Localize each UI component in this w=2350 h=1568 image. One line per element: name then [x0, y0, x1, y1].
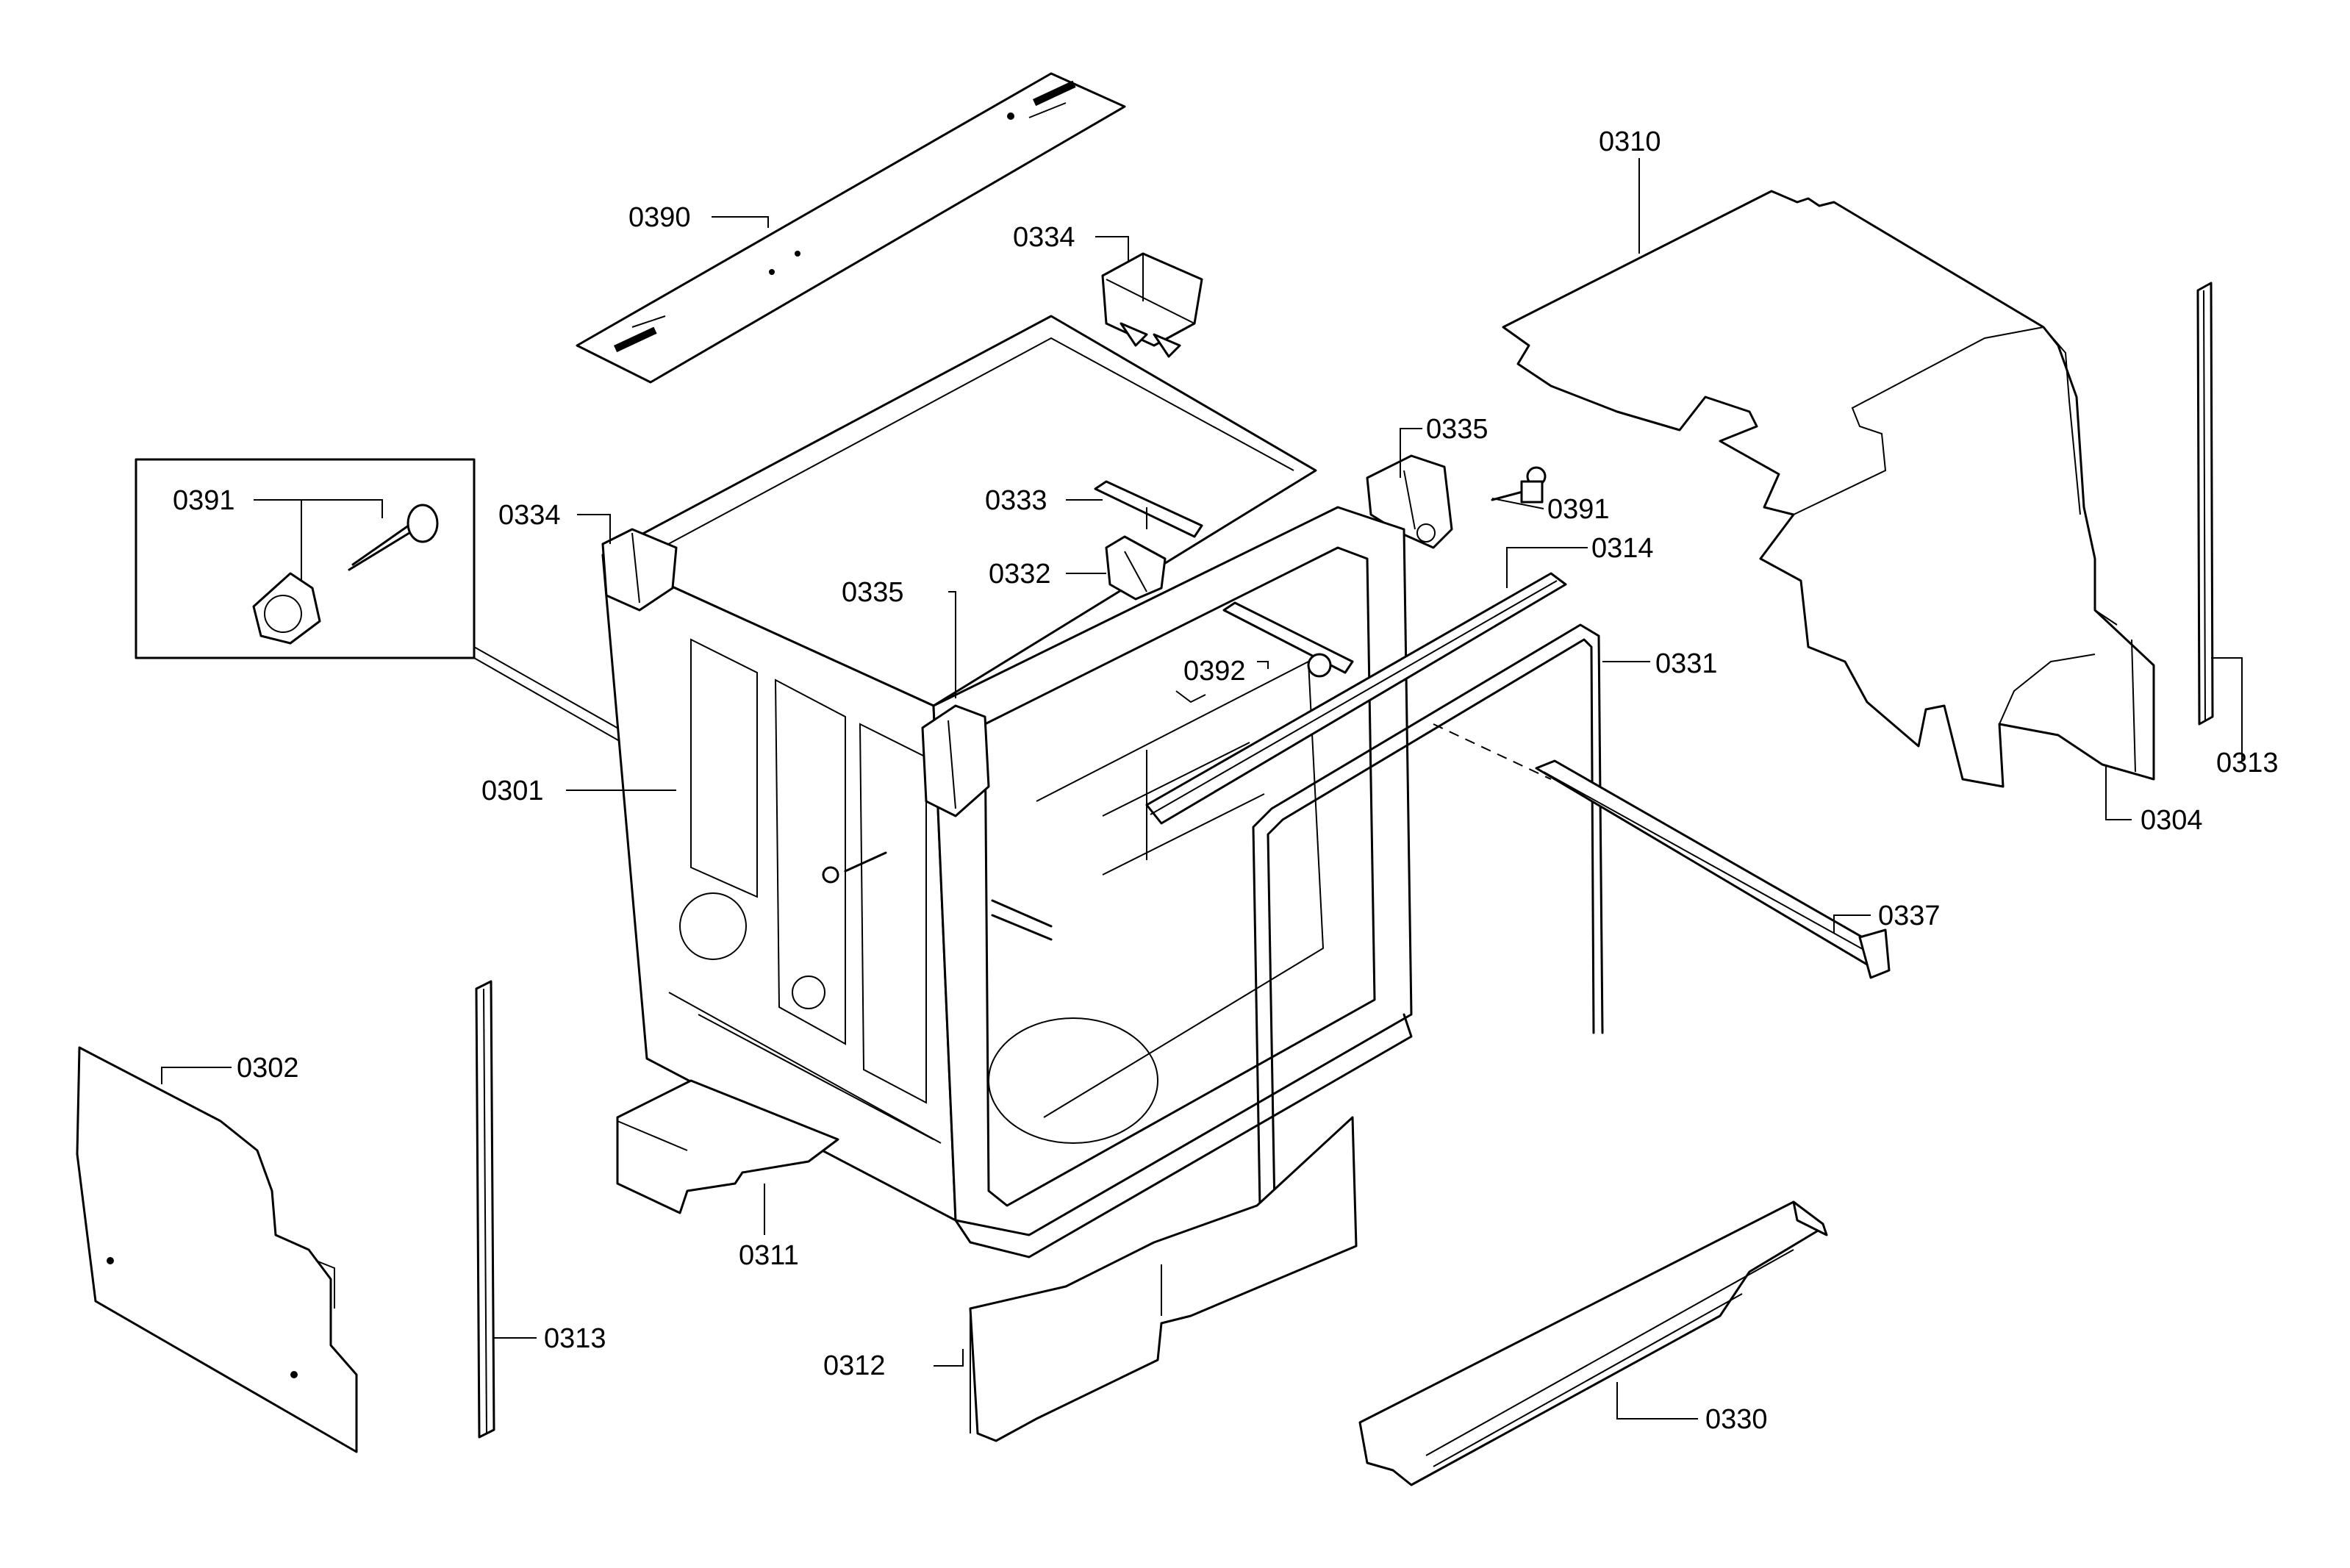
label-0304: 0304	[2141, 805, 2203, 836]
part-0330-kickplate	[1358, 1200, 1828, 1486]
part-0314-seal-strip	[1145, 572, 1567, 825]
part-0332-latch	[1105, 535, 1167, 601]
label-0332: 0332	[989, 559, 1051, 590]
label-0310: 0310	[1599, 126, 1661, 157]
part-0313-edge-strip-left	[475, 980, 495, 1439]
label-0334-top: 0334	[1013, 222, 1075, 253]
part-0302-side-panel-left	[76, 1046, 358, 1453]
part-0391-screw-right	[1491, 466, 1547, 504]
part-0337-rail	[1535, 759, 1891, 979]
part-0334-bracket-top	[1101, 252, 1203, 358]
leader-lines	[161, 158, 2243, 1420]
part-0301-main-tub	[601, 315, 1413, 1259]
label-0392: 0392	[1183, 656, 1246, 687]
label-0302: 0302	[237, 1053, 299, 1084]
label-0334-left: 0334	[498, 500, 561, 531]
label-0313-left: 0313	[544, 1323, 606, 1354]
part-0311-base-insulation	[616, 1079, 839, 1214]
label-0391-right: 0391	[1547, 494, 1610, 525]
label-0314: 0314	[1591, 533, 1654, 564]
part-0333-latch-bar	[1094, 480, 1203, 538]
label-0301: 0301	[481, 776, 544, 806]
label-0391-inset: 0391	[173, 485, 235, 516]
part-0390-top-plate	[576, 72, 1126, 384]
label-0312: 0312	[823, 1350, 886, 1381]
label-0337: 0337	[1878, 901, 1941, 931]
label-0335-left: 0335	[842, 577, 904, 608]
part-0331-door-gasket	[1252, 623, 1604, 1251]
label-0335-right: 0335	[1426, 414, 1489, 445]
part-0310-insulation-panel	[1502, 190, 2155, 788]
label-0331: 0331	[1655, 648, 1718, 679]
part-0392-cross-rail	[1222, 601, 1354, 678]
label-0311: 0311	[739, 1240, 799, 1271]
label-0333: 0333	[985, 485, 1047, 516]
part-0313-edge-strip-right	[2196, 282, 2214, 726]
callout-labels: 0390 0334 0310 0335 0391 0391 0333 0332 …	[173, 126, 2279, 1435]
label-0390: 0390	[628, 202, 691, 233]
label-0313-right: 0313	[2216, 748, 2279, 778]
label-0330: 0330	[1705, 1404, 1768, 1435]
part-0312-front-insulation	[969, 1116, 1358, 1442]
inset-box-fasteners	[135, 458, 839, 864]
